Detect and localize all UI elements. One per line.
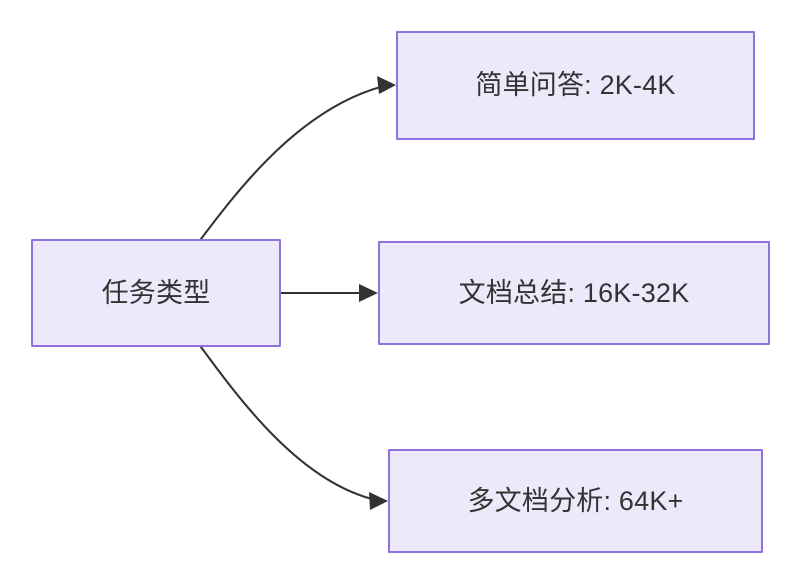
edge-path-root-to-multi-doc [199, 345, 378, 502]
node-label-simple-qa: 简单问答: 2K-4K [475, 70, 676, 101]
node-doc-summary[interactable]: 文档总结: 16K-32K [378, 241, 770, 345]
node-label-doc-summary: 文档总结: 16K-32K [458, 277, 690, 308]
arrowhead-root-to-doc-summary [359, 284, 378, 302]
arrowhead-root-to-multi-doc [369, 492, 388, 510]
node-task-type[interactable]: 任务类型 [31, 239, 281, 347]
edge-root-to-simple-qa [199, 76, 396, 241]
edge-path-root-to-simple-qa [199, 84, 386, 241]
node-multi-doc[interactable]: 多文档分析: 64K+ [388, 449, 763, 553]
arrowhead-root-to-simple-qa [377, 76, 396, 94]
node-label-task-type: 任务类型 [101, 277, 211, 308]
node-label-multi-doc: 多文档分析: 64K+ [467, 485, 684, 516]
edge-root-to-doc-summary [279, 284, 378, 302]
node-simple-qa[interactable]: 简单问答: 2K-4K [396, 31, 755, 140]
edge-root-to-multi-doc [199, 345, 388, 510]
